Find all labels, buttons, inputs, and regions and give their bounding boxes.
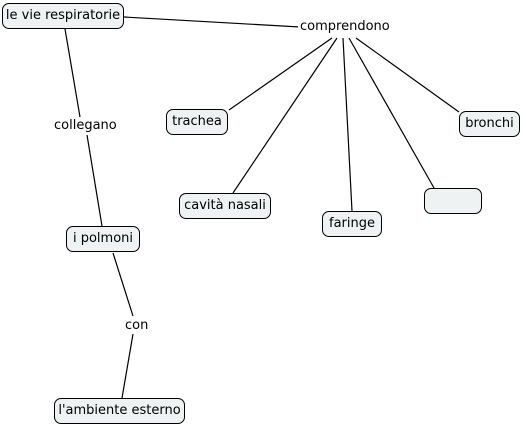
concept-vie-respiratorie[interactable]: le vie respiratorie bbox=[2, 3, 124, 29]
link-comprendono-to-laringe bbox=[348, 37, 435, 189]
concept-cavita-nasali[interactable]: cavità nasali bbox=[179, 193, 271, 219]
link-comprendono-to-faringe bbox=[342, 37, 353, 212]
concept-laringe[interactable] bbox=[424, 188, 482, 214]
linking-phrase-comprendono: comprendono bbox=[298, 19, 392, 35]
concept-bronchi[interactable]: bronchi bbox=[459, 111, 520, 137]
concept-ambiente-esterno[interactable]: l'ambiente esterno bbox=[54, 398, 185, 424]
link-con-to-ambiente bbox=[121, 333, 134, 399]
concept-polmoni[interactable]: i polmoni bbox=[66, 226, 140, 252]
link-respiratory-to-comprendono bbox=[123, 16, 301, 28]
concept-trachea[interactable]: trachea bbox=[166, 109, 228, 135]
linking-phrase-con: con bbox=[123, 318, 151, 334]
concept-faringe[interactable]: faringe bbox=[322, 211, 382, 237]
link-polmoni-to-con bbox=[112, 252, 134, 317]
linking-phrase-collegano: collegano bbox=[52, 118, 119, 134]
link-respiratory-to-collegano bbox=[64, 28, 81, 118]
link-collegano-to-polmoni bbox=[86, 134, 103, 227]
link-comprendono-to-trachea bbox=[228, 37, 333, 111]
link-comprendono-to-bronchi bbox=[355, 37, 460, 113]
link-comprendono-to-cavita-nasali bbox=[232, 37, 338, 194]
